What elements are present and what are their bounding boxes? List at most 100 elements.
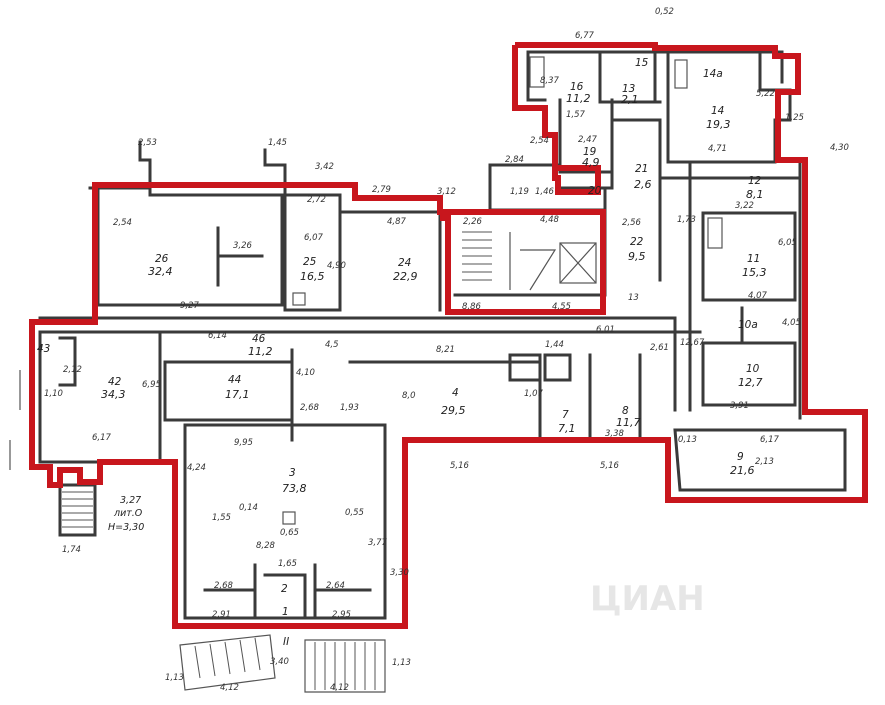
room-number: 15 bbox=[635, 57, 649, 69]
dimension: 0,55 bbox=[345, 508, 364, 518]
room-number: 24 bbox=[398, 257, 411, 269]
dimension: 1,55 bbox=[212, 513, 231, 523]
room-number: 7 bbox=[562, 409, 569, 421]
dimension: 4,87 bbox=[387, 217, 407, 227]
dimension: 2,47 bbox=[578, 135, 598, 145]
dimension: 4,12 bbox=[220, 683, 239, 693]
room-number: 44 bbox=[228, 374, 241, 386]
room-area: 12,7 bbox=[738, 376, 763, 389]
dimension: 5,22 bbox=[756, 89, 775, 99]
room-area: 15,3 bbox=[742, 266, 767, 279]
dimension: 6,01 bbox=[596, 325, 615, 335]
dimension: 8,28 bbox=[256, 541, 276, 551]
dimension: 1,07 bbox=[524, 389, 544, 399]
dimension: 2,84 bbox=[505, 155, 524, 165]
entrance-width: 3,27 bbox=[120, 495, 141, 506]
dimension: 1,10 bbox=[44, 389, 63, 399]
room-area: 22,9 bbox=[393, 270, 418, 283]
dimension: 4,24 bbox=[187, 463, 206, 473]
room-number: 42 bbox=[108, 376, 122, 388]
dimension: 2,61 bbox=[650, 343, 669, 353]
dimension: 2,13 bbox=[755, 457, 774, 467]
dimension: 3,38 bbox=[605, 429, 625, 439]
room-number: 26 bbox=[155, 253, 169, 265]
dimension: 3,77 bbox=[368, 538, 388, 548]
dimension: 2,72 bbox=[307, 195, 326, 205]
dimension: 2,53 bbox=[138, 138, 157, 148]
dimension: 9,27 bbox=[180, 301, 200, 311]
dimension: 1,13 bbox=[165, 673, 184, 683]
dimension: 8,37 bbox=[540, 76, 560, 86]
dimension: 3,12 bbox=[437, 187, 456, 197]
room-area: 29,5 bbox=[441, 404, 466, 417]
dimension: 4,5 bbox=[325, 340, 339, 350]
dimension: 1,74 bbox=[62, 545, 81, 555]
dimension: 6,17 bbox=[92, 433, 112, 443]
dimension: 2,68 bbox=[300, 403, 320, 413]
room-area: 19,3 bbox=[706, 118, 731, 131]
premises-outline bbox=[29, 42, 868, 629]
dimension: 3,26 bbox=[233, 241, 253, 251]
dimension: 4,55 bbox=[552, 302, 571, 312]
dimension: 8,21 bbox=[436, 345, 455, 355]
dimension: 3,91 bbox=[730, 401, 749, 411]
room-number: 10 bbox=[746, 363, 760, 375]
dimension: 2,54 bbox=[113, 218, 132, 228]
dimension: 2,64 bbox=[326, 581, 345, 591]
room-area: 11,2 bbox=[566, 92, 591, 105]
dimension: 6,14 bbox=[208, 331, 227, 341]
dimension: 5,16 bbox=[450, 461, 470, 471]
room-area: 16,5 bbox=[300, 270, 325, 283]
dimension: 0,14 bbox=[239, 503, 258, 513]
room-number: 14 bbox=[711, 105, 724, 117]
dimension: 1,46 bbox=[535, 187, 555, 197]
room-area: 7,1 bbox=[558, 422, 576, 435]
room-area: 2,6 bbox=[634, 178, 652, 191]
dimension: 0,65 bbox=[280, 528, 299, 538]
watermark-text: ЦИАН bbox=[590, 579, 705, 619]
room-number: 21 bbox=[635, 163, 648, 175]
dimension: 1,65 bbox=[278, 559, 297, 569]
room-number: 19 bbox=[583, 146, 597, 158]
dimension: 4,71 bbox=[708, 144, 727, 154]
room-area: 17,1 bbox=[225, 388, 250, 401]
dimension: 6,17 bbox=[760, 435, 780, 445]
entrance-letter: лит.О bbox=[113, 508, 143, 519]
dimension: 1,13 bbox=[392, 658, 411, 668]
dimension: 1,93 bbox=[340, 403, 359, 413]
dimension: 2,56 bbox=[622, 218, 642, 228]
room-number: 4 bbox=[452, 387, 459, 399]
dimension: 3,42 bbox=[315, 162, 334, 172]
room-number: 43 bbox=[37, 343, 50, 355]
room-number: 14а bbox=[703, 68, 723, 80]
dimension: 3,40 bbox=[270, 657, 289, 667]
room-number: II bbox=[283, 636, 289, 648]
dimension: 4,07 bbox=[748, 291, 768, 301]
dimension: 4,10 bbox=[296, 368, 315, 378]
dimension: 4,05 bbox=[782, 318, 801, 328]
dimension: 1,19 bbox=[510, 187, 529, 197]
dimension: 2,68 bbox=[214, 581, 234, 591]
dimension: 2,79 bbox=[372, 185, 391, 195]
room-number: 10а bbox=[738, 319, 758, 331]
dimension: 6,07 bbox=[304, 233, 324, 243]
dimension: 6,05 bbox=[778, 238, 797, 248]
dimension: 3,22 bbox=[735, 201, 754, 211]
room-area: 9,5 bbox=[628, 250, 646, 263]
dimension: 6,95 bbox=[142, 380, 161, 390]
dimension: 0,13 bbox=[678, 435, 697, 445]
entrance-height: Н=3,30 bbox=[108, 522, 144, 533]
dimension: 4,30 bbox=[830, 143, 849, 153]
room-area: 21,6 bbox=[730, 464, 755, 477]
dimension: 1,45 bbox=[268, 138, 287, 148]
dimension: 3,30 bbox=[390, 568, 409, 578]
elevator-box bbox=[559, 242, 597, 284]
dimension: 6,77 bbox=[575, 31, 595, 41]
room-area: 34,3 bbox=[101, 388, 126, 401]
room-labels: 16 11,2 13 2,1 15 14а 14 19,3 19 4,9 20 … bbox=[37, 57, 767, 648]
dimension: 1,44 bbox=[545, 340, 564, 350]
dimension: 0,52 bbox=[655, 7, 674, 17]
room-number: 3 bbox=[289, 467, 296, 479]
dimension: 8,0 bbox=[402, 391, 416, 401]
room-number: 16 bbox=[570, 81, 584, 93]
